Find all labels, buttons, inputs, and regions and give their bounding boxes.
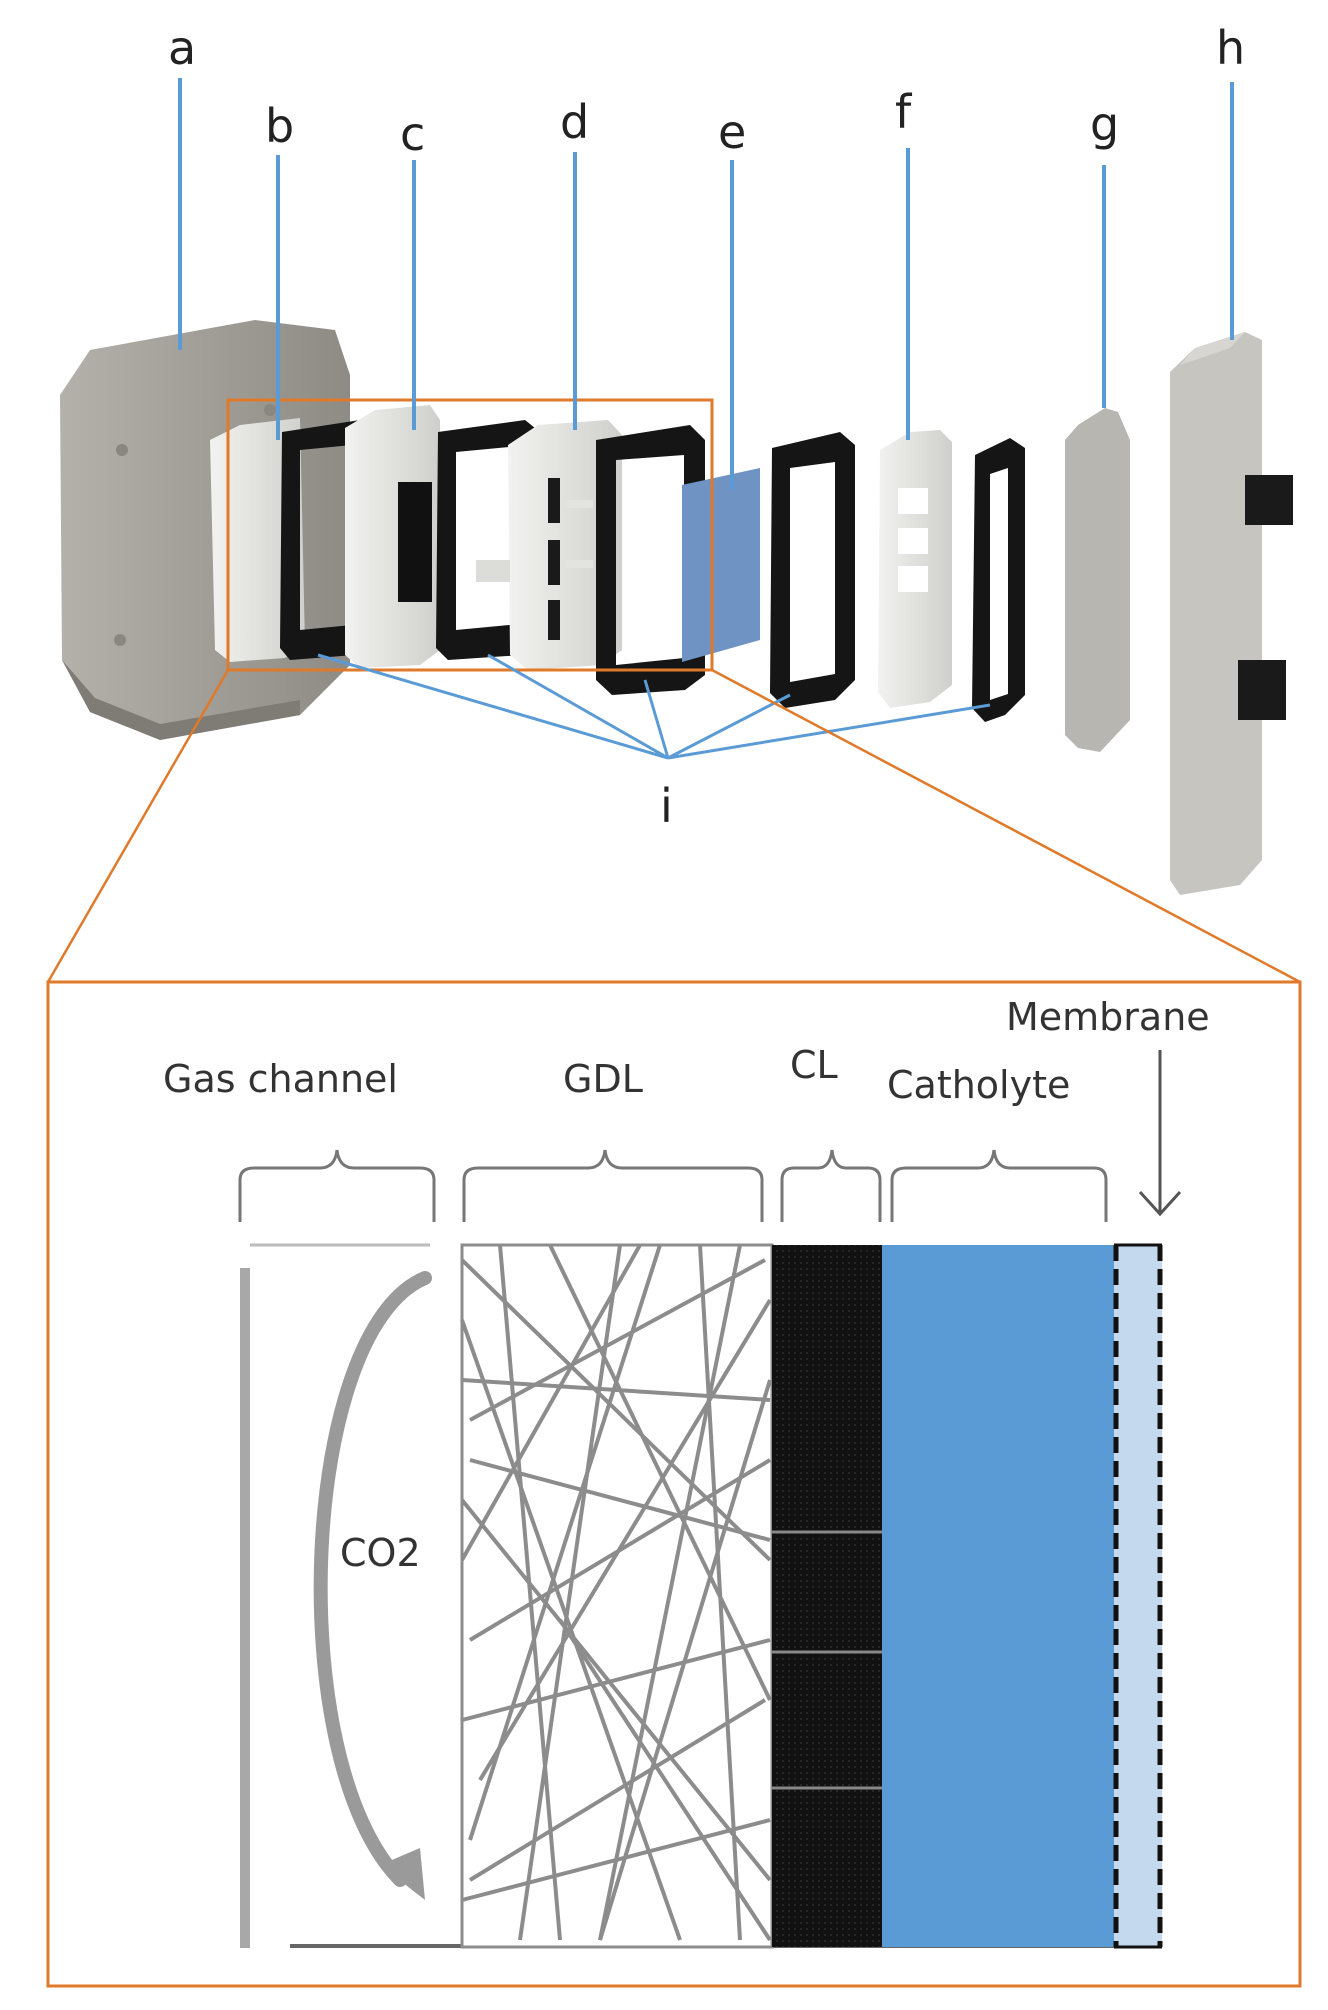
co2-arrow-head (380, 1848, 425, 1900)
label-d: d (560, 95, 589, 149)
catholyte-layer (882, 1245, 1114, 1947)
gasket-5 (972, 438, 1025, 722)
label-gas-channel: Gas channel (163, 1057, 398, 1101)
brace-gas-channel (238, 1149, 436, 1222)
part-g-plate (1065, 408, 1130, 752)
label-b: b (265, 99, 294, 153)
leader-lines (178, 78, 1234, 490)
membrane-arrow (1138, 1050, 1182, 1217)
part-c-flow-plate (345, 405, 440, 668)
label-g: g (1090, 97, 1119, 151)
zoom-guide-lines (46, 668, 1301, 984)
co2-flow-arrow (313, 1271, 432, 1887)
part-e-membrane (682, 468, 760, 662)
gdl-layer (460, 1243, 774, 1949)
label-c: c (400, 107, 425, 161)
label-f: f (895, 85, 913, 139)
label-catholyte: Catholyte (887, 1063, 1070, 1107)
zoom-panel: Gas channel GDL CL Catholyte Membrane CO… (46, 980, 1302, 1988)
label-cl: CL (790, 1043, 838, 1087)
catalyst-layer (772, 1245, 882, 1947)
gasket-leader-lines (317, 653, 991, 760)
label-a: a (168, 21, 196, 75)
label-membrane: Membrane (1006, 995, 1210, 1039)
exploded-view: a b c d e f g h i (60, 21, 1293, 895)
brace-gdl (462, 1149, 764, 1222)
part-d-flow-field (476, 420, 622, 670)
label-e: e (718, 105, 746, 159)
zone-braces (238, 1149, 1108, 1222)
membrane-layer (1113, 1243, 1163, 1949)
brace-catholyte (890, 1149, 1108, 1222)
zoom-highlight-box (226, 398, 714, 672)
part-a-end-plate (60, 320, 350, 740)
part-h-end-plate (1170, 332, 1293, 895)
part-f-flow-plate (878, 430, 952, 708)
gasket-3 (596, 425, 705, 695)
brace-cl (780, 1149, 882, 1222)
label-co2: CO2 (340, 1531, 421, 1575)
label-gdl: GDL (563, 1057, 643, 1101)
gas-channel-wall (240, 1268, 250, 1948)
gasket-4 (770, 432, 855, 708)
label-i: i (660, 779, 673, 833)
label-h: h (1216, 21, 1245, 75)
